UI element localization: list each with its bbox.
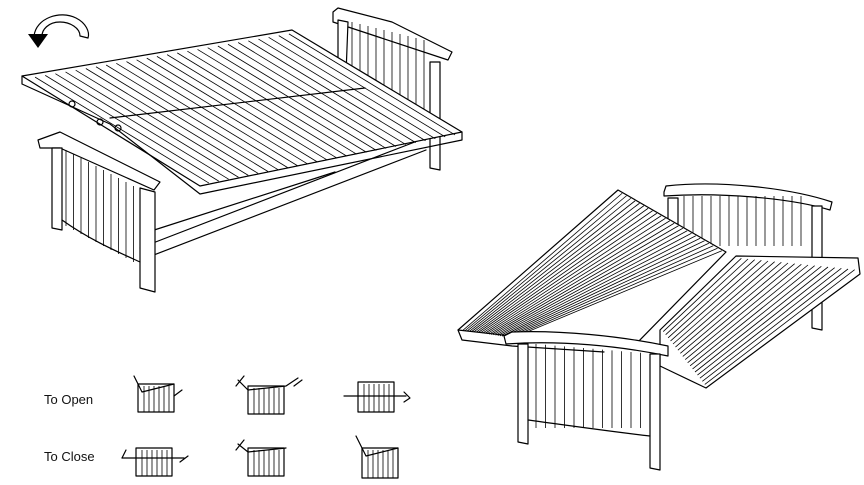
to-close-label: To Close <box>44 449 95 464</box>
to-open-label: To Open <box>44 392 94 407</box>
close-steps <box>121 435 399 479</box>
close-step-1 <box>121 447 189 477</box>
close-step-3 <box>355 435 399 479</box>
open-step-1 <box>133 375 183 413</box>
open-step-3 <box>343 381 411 413</box>
open-steps <box>133 375 411 415</box>
open-step-2 <box>235 375 303 415</box>
futon-flat-illustration <box>21 7 463 293</box>
futon-sofa-illustration <box>457 183 861 471</box>
rotate-arrow-icon <box>28 14 90 48</box>
close-step-2 <box>235 439 287 477</box>
